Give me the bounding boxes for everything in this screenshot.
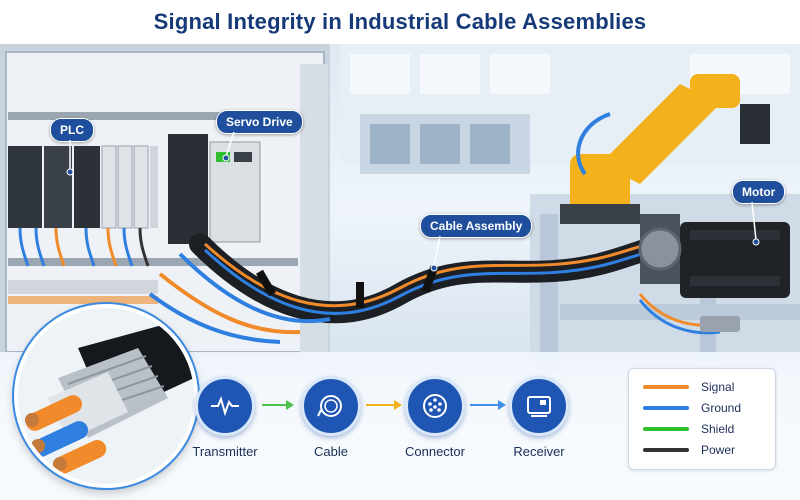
flow-step-label: Transmitter: [192, 444, 258, 459]
legend-swatch: [643, 385, 689, 389]
factory-scene: [0, 44, 800, 374]
callout-plc: PLC: [50, 118, 94, 142]
flow-step-label: Cable: [314, 444, 348, 459]
flow-arrow-3: [470, 400, 506, 410]
circular-connector-icon: [405, 376, 465, 436]
cable-cross-section-illustration: [18, 308, 194, 484]
legend-item-ground: Ground: [643, 400, 741, 416]
flow-step-receiver: Receiver: [484, 376, 594, 459]
coiled-cable-icon: [301, 376, 361, 436]
title-band: Signal Integrity in Industrial Cable Ass…: [0, 0, 800, 44]
legend-swatch: [643, 448, 689, 452]
flow-step-label: Receiver: [513, 444, 565, 459]
legend-label: Shield: [701, 422, 735, 436]
callout-motor-label: Motor: [742, 185, 776, 199]
flow-arrow-1: [262, 400, 294, 410]
legend-item-power: Power: [643, 442, 735, 458]
factory-scene-illustration: [0, 44, 800, 374]
legend-swatch: [643, 406, 689, 410]
callout-motor: Motor: [732, 180, 786, 204]
flow-step-label: Connector: [405, 444, 465, 459]
legend-label: Power: [701, 443, 736, 457]
callout-servo-drive-label: Servo Drive: [226, 115, 293, 129]
page-title: Signal Integrity in Industrial Cable Ass…: [153, 9, 647, 34]
cable-cross-section-inset: [14, 304, 198, 488]
wire-legend: Signal Ground Shield Power: [628, 368, 776, 470]
flow-step-transmitter: Transmitter: [170, 376, 280, 459]
legend-item-signal: Signal: [643, 379, 734, 395]
callout-cable-assembly-label: Cable Assembly: [430, 219, 523, 233]
callout-plc-label: PLC: [60, 123, 84, 137]
flow-step-connector: Connector: [380, 376, 490, 459]
legend-label: Signal: [701, 380, 735, 394]
waveform-icon: [195, 376, 255, 436]
receiver-device-icon: [509, 376, 569, 436]
callout-servo-drive: Servo Drive: [216, 110, 303, 134]
legend-swatch: [643, 427, 689, 431]
callout-cable-assembly: Cable Assembly: [420, 214, 533, 238]
flow-step-cable: Cable: [276, 376, 386, 459]
legend-label: Ground: [701, 401, 742, 415]
legend-item-shield: Shield: [643, 421, 734, 437]
flow-arrow-2: [366, 400, 402, 410]
